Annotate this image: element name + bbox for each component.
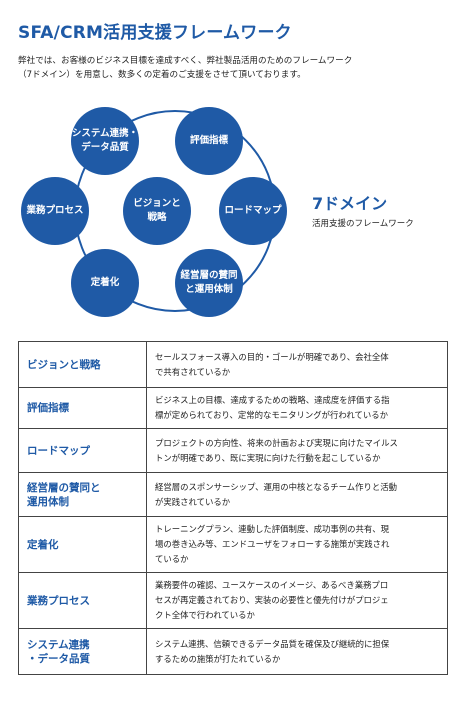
- brand-subtitle: 活用支援のフレームワーク: [312, 219, 414, 229]
- domain-circle-label: と運用体制: [185, 284, 233, 295]
- description-line: クト全体で行われているか: [155, 610, 255, 620]
- description-line: システム連携、信頼できるデータ品質を確保及び継続的に担保: [155, 638, 390, 649]
- domain-label: ロードマップ: [18, 428, 147, 473]
- seven-domain-diagram: システム連携・データ品質 評価指標 ロードマップ 経営層の賛同と運用体制 定着化…: [0, 92, 464, 342]
- domain-description: プロジェクトの方向性、将来の計画および実現に向けたマイルストンが明確であり、既に…: [146, 428, 448, 473]
- description-line: するための施策が打たれているか: [155, 653, 281, 664]
- table-row: 定着化 トレーニングプラン、連動した評価制度、成功事例の共有、現場の巻き込み等、…: [18, 516, 448, 573]
- description-line: セールスフォース導入の目的・ゴールが明確であり、会社全体: [155, 351, 389, 362]
- domain-description: セールスフォース導入の目的・ゴールが明確であり、会社全体で共有されているか: [146, 341, 448, 388]
- intro-text: 弊社では、お客様のビジネス目標を達成すべく、弊社製品活用のためのフレームワーク …: [18, 54, 448, 82]
- domain-circle-kpi: 評価指標: [175, 107, 243, 175]
- domain-description: トレーニングプラン、連動した評価制度、成功事例の共有、現場の巻き込み等、エンドユ…: [146, 516, 448, 573]
- table-row: 評価指標 ビジネス上の目標、達成するための戦略、達成度を評価する指標が定められて…: [18, 387, 448, 429]
- domain-label-text: ロードマップ: [27, 444, 90, 457]
- domain-circle-label: 業務プロセス: [26, 205, 84, 216]
- description-line: ているか: [155, 554, 189, 564]
- domain-description: 業務要件の確認、ユースケースのイメージ、あるべき業務プロセスが再定義されており、…: [146, 572, 448, 629]
- description-line: 経営層のスポンサーシップ、運用の中核となるチーム作りと活動: [155, 481, 397, 492]
- table-row: ビジョンと戦略 セールスフォース導入の目的・ゴールが明確であり、会社全体で共有さ…: [18, 341, 448, 388]
- domain-description: 経営層のスポンサーシップ、運用の中核となるチーム作りと活動が実践されているか: [146, 472, 448, 517]
- domain-label-text: 経営層の賛同と: [27, 481, 101, 494]
- description-line: ビジネス上の目標、達成するための戦略、達成度を評価する指: [155, 395, 390, 405]
- domain-circle-business-process: 業務プロセス: [21, 177, 89, 245]
- table-row: 業務プロセス 業務要件の確認、ユースケースのイメージ、あるべき業務プロセスが再定…: [18, 572, 448, 629]
- table-row: システム連携・データ品質 システム連携、信頼できるデータ品質を確保及び継続的に担…: [18, 628, 448, 675]
- description-line: で共有されているか: [155, 366, 231, 377]
- domain-label: 定着化: [18, 516, 147, 573]
- domain-circle-system-data: システム連携・データ品質: [71, 107, 139, 175]
- domain-circle-vision: ビジョンと戦略: [123, 177, 191, 245]
- domain-label: 評価指標: [18, 387, 147, 429]
- description-line: セスが再定義されており、実装の必要性と優先付けがプロジェ: [155, 595, 389, 605]
- domain-circle-label: ロードマップ: [224, 205, 282, 216]
- page-title: SFA/CRM活用支援フレームワーク: [18, 23, 292, 43]
- description-line: 場の巻き込み等、エンドユーザをフォローする施策が実践され: [155, 539, 390, 549]
- domain-label: 業務プロセス: [18, 572, 147, 629]
- domain-circle-label: システム連携・: [71, 128, 139, 139]
- domain-label-text: ビジョンと戦略: [27, 358, 101, 371]
- intro-line: 弊社では、お客様のビジネス目標を達成すべく、弊社製品活用のためのフレームワーク: [18, 56, 353, 66]
- domain-circle-label: 評価指標: [189, 135, 228, 146]
- domain-circle-label: 戦略: [147, 212, 167, 223]
- domain-circle-label: データ品質: [81, 142, 129, 153]
- domain-label-text: ・データ品質: [27, 652, 90, 665]
- table-row: 経営層の賛同と運用体制 経営層のスポンサーシップ、運用の中核となるチーム作りと活…: [18, 472, 448, 517]
- domain-label-text: 運用体制: [27, 495, 69, 508]
- domain-label: システム連携・データ品質: [18, 628, 147, 675]
- domain-circle-roadmap: ロードマップ: [219, 177, 287, 245]
- domain-label-text: 定着化: [27, 538, 59, 551]
- domain-description: システム連携、信頼できるデータ品質を確保及び継続的に担保するための施策が打たれて…: [146, 628, 448, 675]
- domain-label: ビジョンと戦略: [18, 341, 147, 388]
- table-row: ロードマップ プロジェクトの方向性、将来の計画および実現に向けたマイルストンが明…: [18, 428, 448, 473]
- domains-table: ビジョンと戦略 セールスフォース導入の目的・ゴールが明確であり、会社全体で共有さ…: [18, 341, 448, 675]
- brand-block: 7ドメイン 活用支援のフレームワーク: [312, 190, 414, 229]
- domain-circle-label: ビジョンと: [133, 198, 181, 209]
- description-line: トンが明確であり、既に実現に向けた行動を起こしているか: [155, 452, 381, 463]
- domain-label-text: 業務プロセス: [27, 594, 90, 607]
- domain-label-text: システム連携: [27, 638, 90, 651]
- brand-title: 7ドメイン: [312, 194, 388, 213]
- domain-circle-adoption: 定着化: [71, 249, 139, 317]
- description-line: が実践されているか: [155, 496, 231, 507]
- description-line: 標が定められており、定常的なモニタリングが行われているか: [155, 410, 388, 420]
- domain-label-text: 評価指標: [27, 402, 69, 414]
- domain-label: 経営層の賛同と運用体制: [18, 472, 147, 517]
- description-line: プロジェクトの方向性、将来の計画および実現に向けたマイルス: [155, 437, 398, 448]
- description-line: トレーニングプラン、連動した評価制度、成功事例の共有、現: [155, 524, 389, 534]
- domain-circle-executive: 経営層の賛同と運用体制: [175, 249, 243, 317]
- intro-line: （7ドメイン）を用意し、数多くの定着のご支援をさせて頂いております。: [18, 70, 306, 80]
- domain-circle-label: 経営層の賛同: [180, 270, 238, 281]
- domain-circle-label: 定着化: [90, 277, 120, 288]
- domain-description: ビジネス上の目標、達成するための戦略、達成度を評価する指標が定められており、定常…: [146, 387, 448, 429]
- description-line: 業務要件の確認、ユースケースのイメージ、あるべき業務プロ: [155, 580, 389, 590]
